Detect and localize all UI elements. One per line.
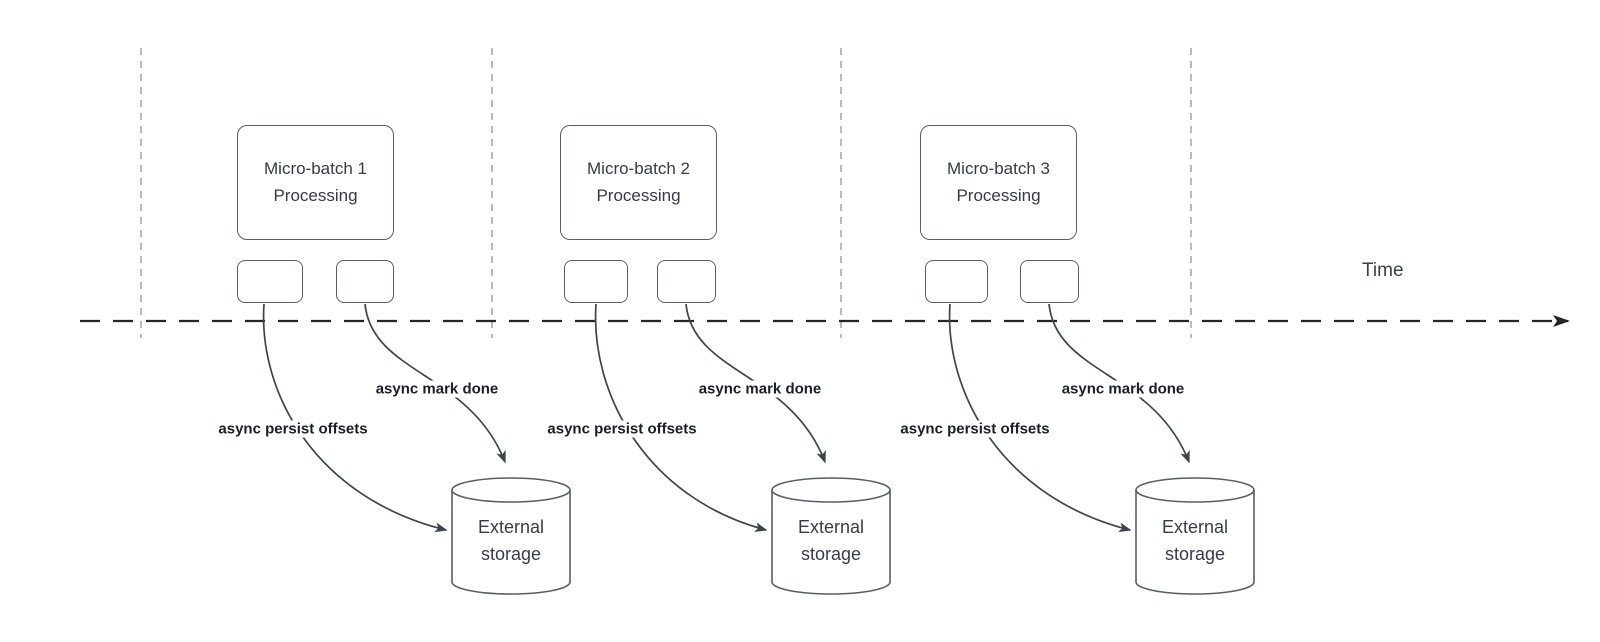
- mark-done-label-2: async mark done: [695, 380, 825, 398]
- external-storage-label-1: External storage: [477, 517, 545, 564]
- external-storage-label-3: External storage: [1161, 517, 1229, 564]
- persist-offsets-arrow-3: [948, 303, 1132, 533]
- mark-done-task-box-2: [657, 260, 716, 303]
- microbatch-1-processing-box: Micro-batch 1 Processing: [237, 125, 394, 240]
- external-storage-cylinder-1: [451, 477, 571, 595]
- microbatch-3-processing-box: Micro-batch 3 Processing: [920, 125, 1077, 240]
- mark-done-task-box-1: [336, 260, 394, 303]
- mark-done-arrow-1: [364, 303, 506, 464]
- mark-done-label-3: async mark done: [1058, 380, 1188, 398]
- mark-done-arrow-2: [685, 303, 826, 464]
- persist-offsets-task-box-1: [237, 260, 303, 303]
- external-storage-cylinder-3: [1135, 477, 1255, 595]
- persist-offsets-label-1: async persist offsets: [215, 420, 371, 438]
- microbatch-2-processing-box: Micro-batch 2 Processing: [560, 125, 717, 240]
- persist-offsets-task-box-2: [564, 260, 628, 303]
- persist-offsets-label-2: async persist offsets: [544, 420, 700, 438]
- persist-offsets-task-box-3: [925, 260, 988, 303]
- time-axis-label: Time: [1362, 260, 1404, 281]
- external-storage-cylinder-2: [771, 477, 891, 595]
- persist-offsets-label-3: async persist offsets: [897, 420, 1053, 438]
- mark-done-arrow-3: [1048, 303, 1190, 464]
- mark-done-task-box-3: [1020, 260, 1079, 303]
- persist-offsets-arrow-2: [594, 303, 768, 533]
- persist-offsets-arrow-1: [262, 303, 448, 533]
- external-storage-label-2: External storage: [797, 517, 865, 564]
- mark-done-label-1: async mark done: [372, 380, 502, 398]
